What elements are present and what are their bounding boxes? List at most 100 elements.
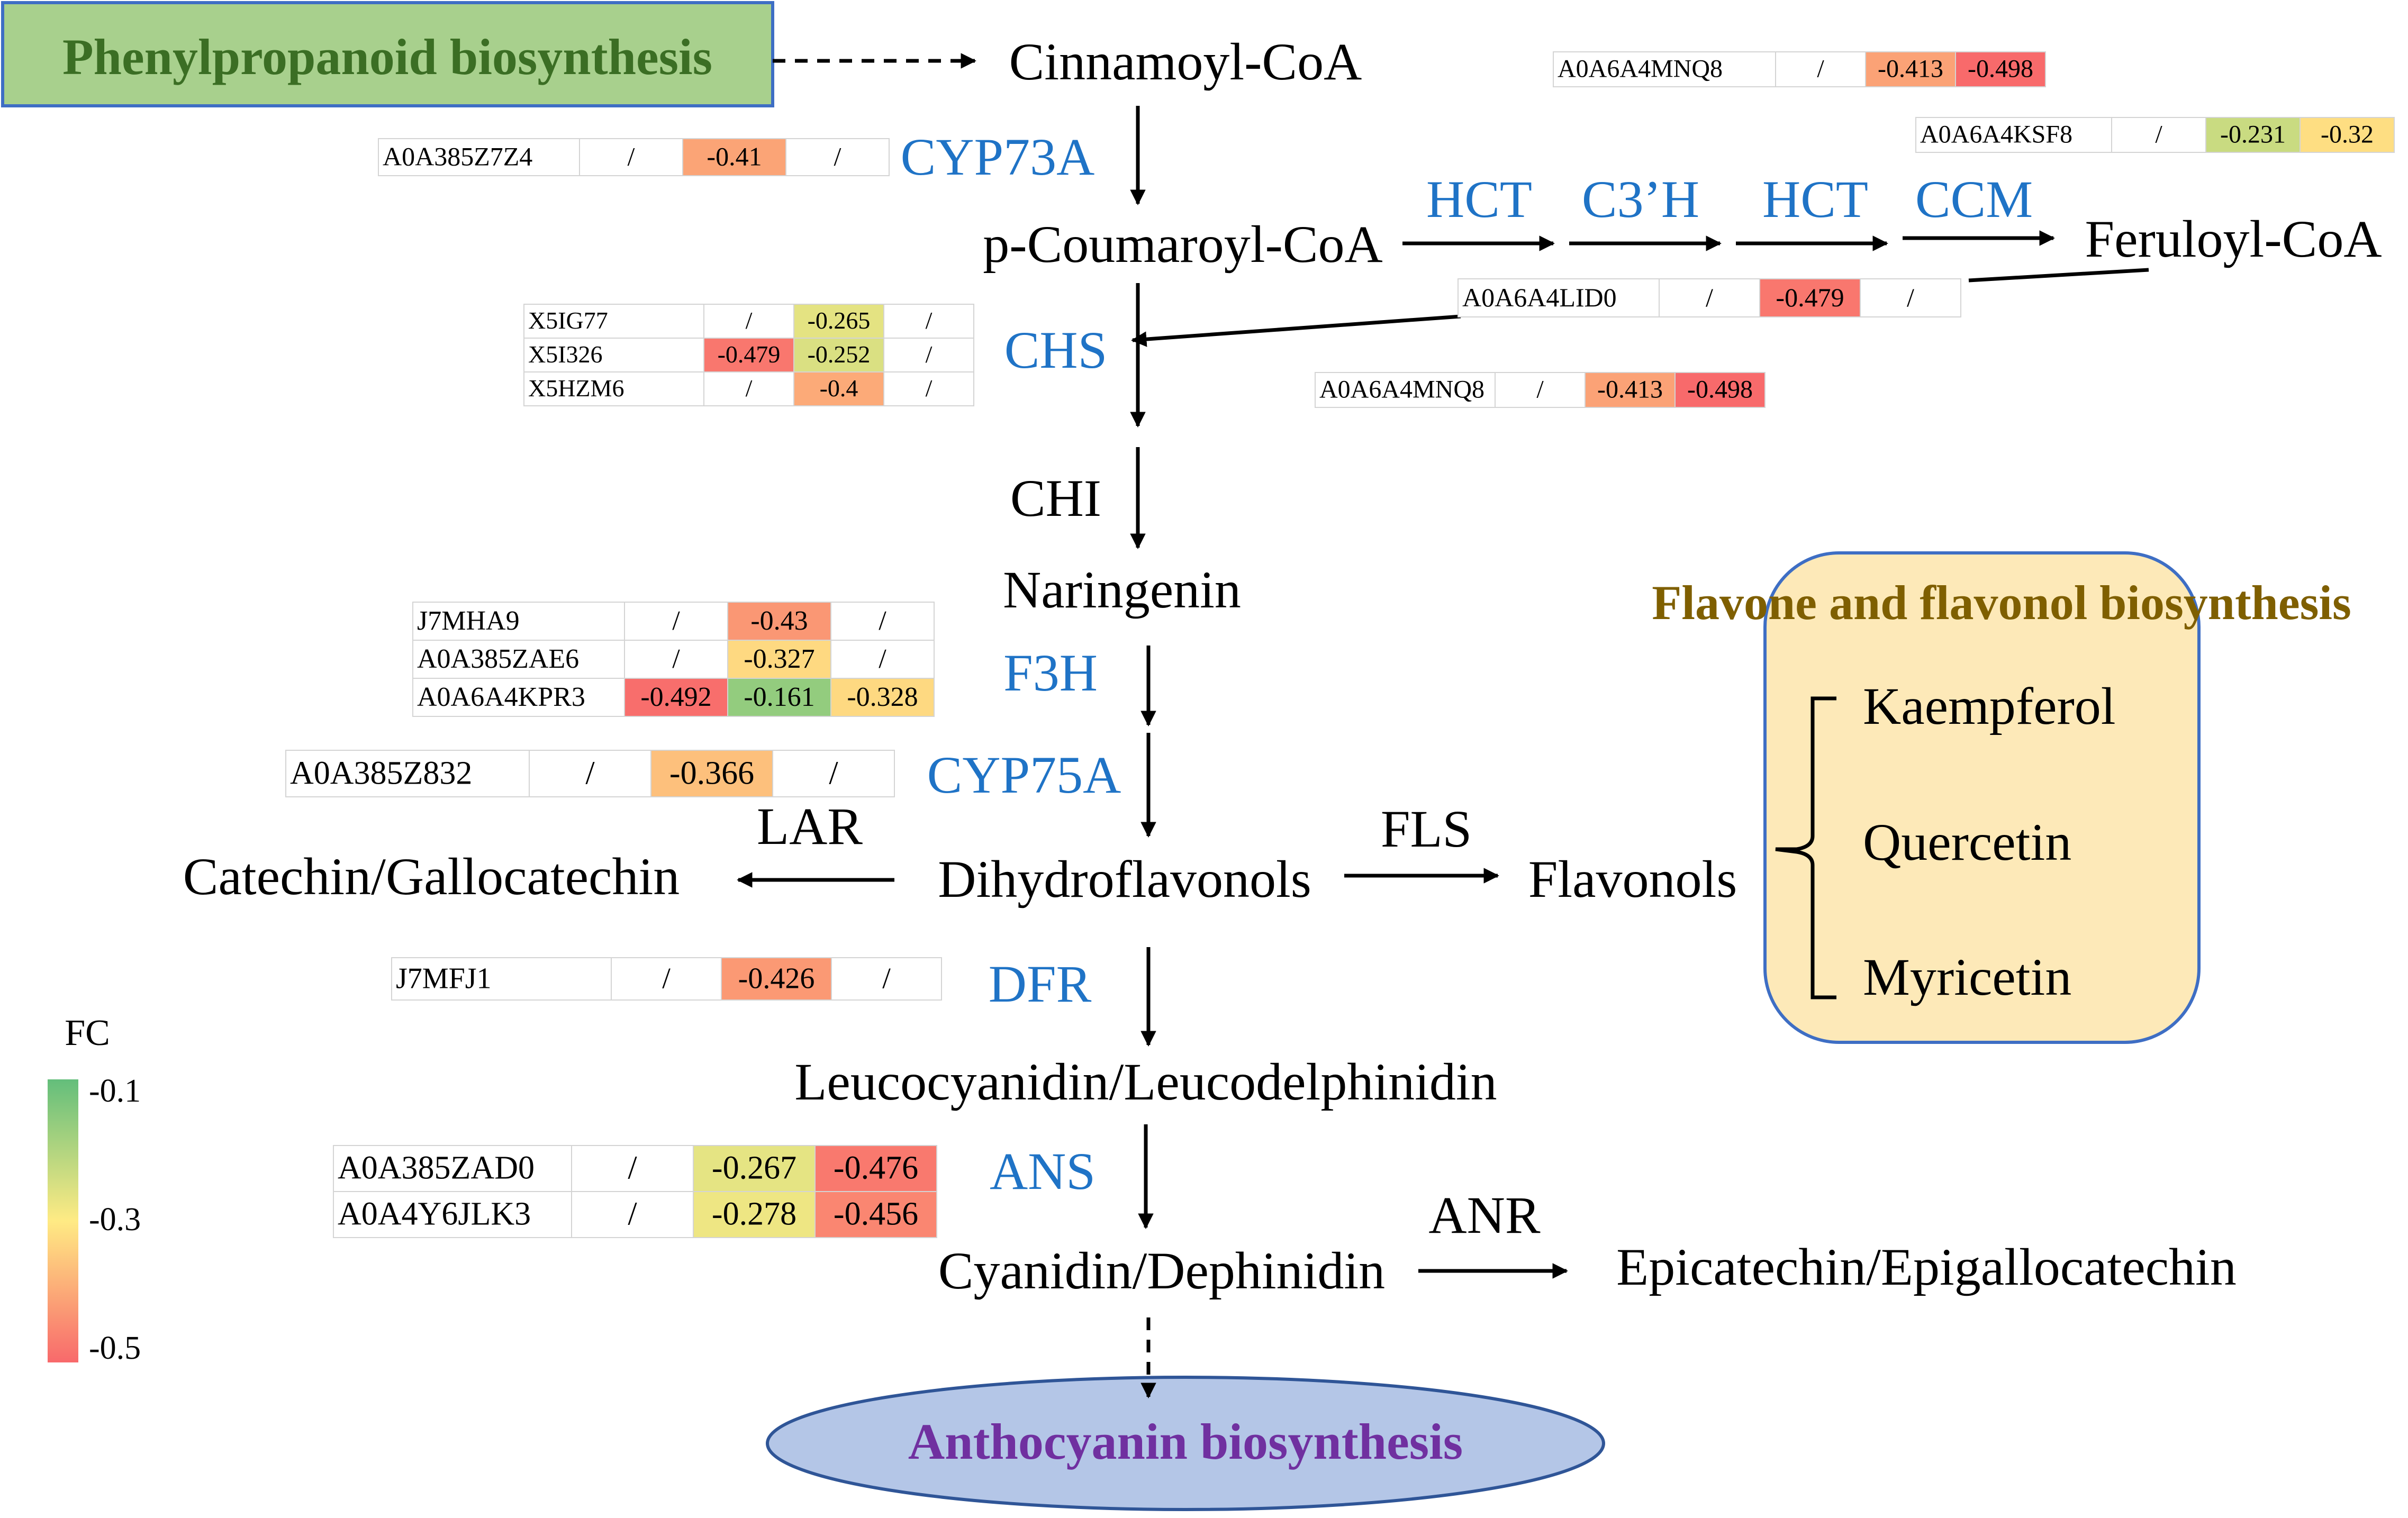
fc-cell — [831, 957, 942, 1001]
gene-id-cell — [333, 1145, 572, 1192]
metabolite-epicatechin: Epicatechin/Epigallocatechin — [1616, 1238, 2237, 1296]
fc-value: -0.479 — [1776, 283, 1844, 312]
fc-cell — [727, 640, 831, 679]
fc-cell — [682, 138, 786, 176]
enzyme-cyp75a: CYP75A — [927, 746, 1121, 804]
metabolite-flavonols: Flavonols — [1528, 850, 1737, 908]
fc-value: -0.492 — [640, 682, 711, 712]
enzyme-anr: ANR — [1428, 1186, 1540, 1244]
arrows — [737, 53, 2149, 1398]
metabolite-myricetin: Myricetin — [1863, 948, 2071, 1006]
gene-id-cell — [391, 957, 612, 1001]
legend-tick-bottom: -0.5 — [89, 1330, 141, 1366]
metabolite-feruloyl: Feruloyl-CoA — [2085, 210, 2382, 268]
gene-id: A0A6A4LID0 — [1462, 283, 1617, 312]
metabolite-coumaroyl: p-Coumaroyl-CoA — [983, 215, 1382, 274]
enzyme-hct2: HCT — [1762, 170, 1868, 229]
fc-value: -0.328 — [847, 682, 918, 712]
gene-id: J7MHA9 — [417, 606, 520, 636]
fc-value: -0.32 — [2321, 121, 2374, 149]
enzyme-chs: CHS — [1004, 321, 1108, 379]
fc-value: -0.479 — [718, 341, 781, 368]
gene-id: A0A385ZAD0 — [338, 1150, 535, 1186]
gene-table-ksf8: A0A6A4KSF8/-0.231-0.32 — [1915, 117, 2395, 153]
gene-id: A0A6A4KSF8 — [1920, 121, 2072, 149]
fc-value: / — [882, 962, 891, 995]
enzyme-c3h: C3’H — [1582, 170, 1699, 229]
fc-legend: FC -0.1 -0.3 -0.5 — [48, 1013, 141, 1366]
flavone-label: Flavone and flavonol biosynthesis — [1652, 576, 2351, 630]
fc-value: -0.252 — [808, 341, 871, 368]
metabolite-catechin: Catechin/Gallocatechin — [183, 847, 680, 906]
gene-id: A0A6A4MNQ8 — [1558, 55, 1723, 83]
fc-value: / — [662, 962, 671, 995]
fc-value: -0.498 — [1968, 55, 2033, 83]
fc-value: / — [746, 307, 753, 334]
gene-id: A0A6A4MNQ8 — [1319, 376, 1484, 404]
fc-cell — [571, 1145, 694, 1192]
enzyme-fls: FLS — [1381, 799, 1472, 858]
fc-value: -0.278 — [712, 1196, 796, 1232]
fc-cell — [693, 1145, 816, 1192]
gene-id: A0A6A4KPR3 — [417, 682, 585, 712]
metabolite-naringenin: Naringenin — [1003, 560, 1241, 619]
gene-id-cell — [1553, 51, 1776, 87]
metabolites: Cinnamoyl-CoA p-Coumaroyl-CoA Feruloyl-C… — [183, 32, 2382, 1300]
fc-value: -0.4 — [820, 375, 858, 402]
fc-value: -0.267 — [712, 1150, 796, 1186]
flavone-box — [1763, 551, 2201, 1044]
fc-cell — [814, 1145, 937, 1192]
fc-cell — [703, 304, 794, 339]
enzyme-dfr: DFR — [989, 955, 1092, 1013]
fc-cell — [650, 750, 773, 797]
fc-value: -0.327 — [744, 644, 814, 674]
fc-cell — [1865, 51, 1956, 87]
fc-cell — [703, 371, 794, 406]
gene-table-f3h: J7MHA9/-0.43/A0A385ZAE6/-0.327/A0A6A4KPR… — [412, 602, 935, 717]
gene-id: A0A385Z832 — [290, 755, 472, 791]
gene-id: X5IG77 — [528, 307, 608, 334]
enzyme-ccm: CCM — [1915, 170, 2033, 229]
fc-value: / — [926, 307, 933, 334]
fc-value: -0.366 — [669, 755, 754, 791]
fc-cell — [1775, 51, 1866, 87]
fc-cell — [2205, 117, 2301, 153]
metabolite-dihydroflavonols: Dihydroflavonols — [938, 850, 1311, 908]
fc-cell — [721, 957, 832, 1001]
phenylpropanoid-label: Phenylpropanoid biosynthesis — [62, 29, 712, 85]
fc-cell — [529, 750, 651, 797]
fc-cell — [571, 1191, 694, 1238]
fc-cell — [1955, 51, 2046, 87]
gene-id: A0A4Y6JLK3 — [338, 1196, 531, 1232]
fc-cell — [772, 750, 895, 797]
fc-value: -0.426 — [738, 962, 815, 995]
anthocyanin-ellipse — [766, 1376, 1605, 1511]
gene-table-cyp75a: A0A385Z832/-0.366/ — [285, 750, 895, 797]
gene-table-dfr: J7MFJ1/-0.426/ — [391, 957, 942, 1001]
fc-value: / — [829, 755, 838, 791]
fc-cell — [727, 602, 831, 641]
fc-value: -0.265 — [808, 307, 871, 334]
gene-table-ans: A0A385ZAD0/-0.267-0.476A0A4Y6JLK3/-0.278… — [333, 1145, 937, 1238]
fc-value: -0.476 — [834, 1150, 918, 1186]
legend-tick-mid: -0.3 — [89, 1202, 141, 1238]
fc-cell — [624, 602, 728, 641]
arrow-feruloyl-return — [1968, 268, 2149, 283]
fc-value: / — [672, 606, 680, 636]
fc-value: / — [628, 141, 635, 171]
fc-value: / — [672, 644, 680, 674]
fc-cell — [1585, 372, 1676, 408]
gene-id-cell — [523, 338, 704, 372]
enzymes: CYP73A HCT C3’H HCT CCM CHS CHI F3H CYP7… — [757, 128, 2033, 1244]
gene-table-cyp73a: A0A385Z7Z4/-0.41/ — [378, 138, 890, 176]
gene-id: A0A385Z7Z4 — [383, 141, 532, 171]
fc-cell — [883, 338, 974, 372]
fc-cell — [693, 1191, 816, 1238]
legend-title: FC — [65, 1013, 110, 1053]
anthocyanin-label: Anthocyanin biosynthesis — [908, 1413, 1463, 1470]
fc-value: -0.413 — [1878, 55, 1943, 83]
flavonol-brace — [1775, 696, 1836, 999]
fc-cell — [703, 338, 794, 372]
